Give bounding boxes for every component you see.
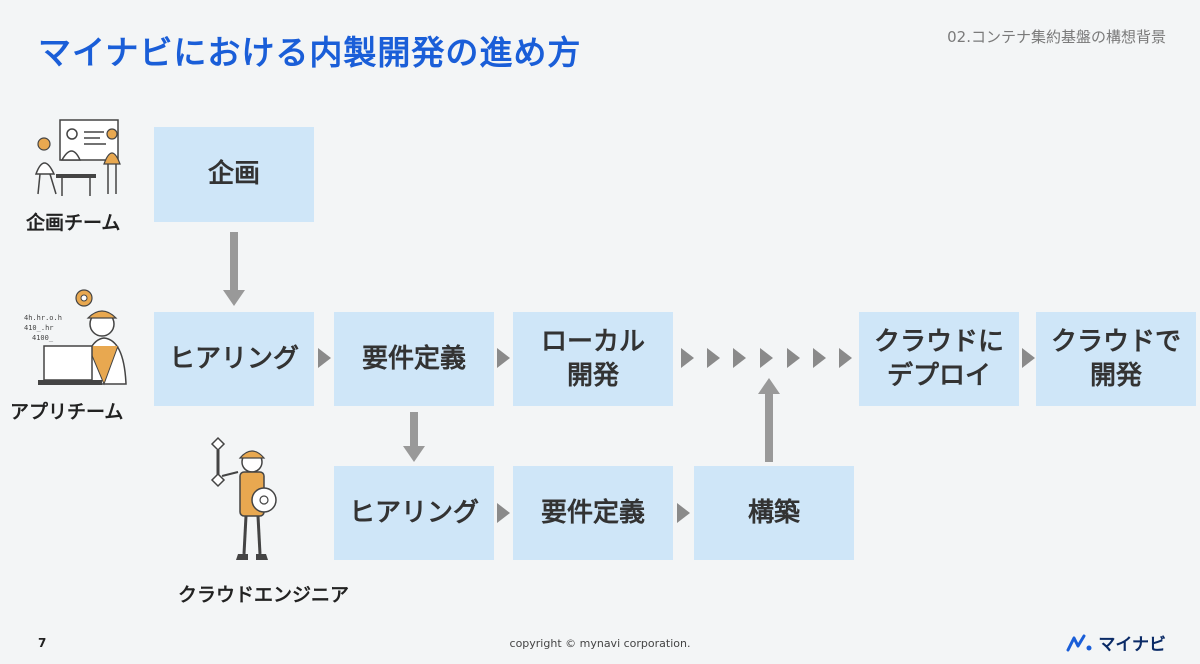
app-team-label: アプリチーム: [10, 401, 124, 423]
planning-team-illustration: [34, 119, 121, 196]
app-local-dev-box: ローカル 開発: [513, 312, 673, 406]
cloud-engineer-illustration: [210, 436, 277, 560]
planning-team-label: 企画チーム: [26, 212, 121, 234]
mynavi-logo-icon: [1066, 634, 1092, 651]
slide-title: マイナビにおける内製開発の進め方: [38, 33, 582, 72]
arrow-requirements-to-cloud-hearing: [403, 412, 425, 462]
app-cloud-deploy-box: クラウドに デプロイ: [859, 312, 1019, 406]
app-cloud-dev-box: クラウドで 開発: [1036, 312, 1196, 406]
chevron-arrow: [318, 348, 331, 368]
app-requirements-box: 要件定義: [334, 312, 494, 406]
mynavi-logo: マイナビ: [1066, 630, 1166, 655]
chevron-arrow: [677, 503, 690, 523]
chevron-arrow: [1022, 348, 1035, 368]
app-team-illustration: 4h.hr.o.h 410_.hr 4100_: [24, 289, 127, 386]
chevron-arrow: [497, 348, 510, 368]
copyright: copyright © mynavi corporation.: [509, 637, 691, 650]
app-hearing-box: ヒアリング: [154, 312, 314, 406]
chevron-arrow: [497, 503, 510, 523]
chevron-arrow: [760, 348, 773, 368]
arrow-plan-to-hearing: [223, 232, 245, 306]
chevron-arrow: [681, 348, 694, 368]
section-label: 02.コンテナ集約基盤の構想背景: [947, 28, 1166, 46]
chevron-arrow: [813, 348, 826, 368]
chevron-arrow: [733, 348, 746, 368]
svg-text:4100_: 4100_: [32, 334, 54, 342]
page-number: 7: [38, 636, 47, 650]
arrow-build-up: [758, 378, 780, 462]
chevron-arrow: [787, 348, 800, 368]
logo-text: マイナビ: [1098, 635, 1166, 655]
cloud-build-box: 構築: [694, 466, 854, 560]
plan-box: 企画: [154, 127, 314, 222]
cloud-engineer-label: クラウドエンジニア: [178, 584, 350, 606]
svg-text:4h.hr.o.h: 4h.hr.o.h: [24, 314, 62, 322]
cloud-requirements-box: 要件定義: [513, 466, 673, 560]
cloud-hearing-box: ヒアリング: [334, 466, 494, 560]
chevron-arrow: [707, 348, 720, 368]
chevron-arrow: [839, 348, 852, 368]
svg-text:410_.hr: 410_.hr: [24, 324, 54, 332]
